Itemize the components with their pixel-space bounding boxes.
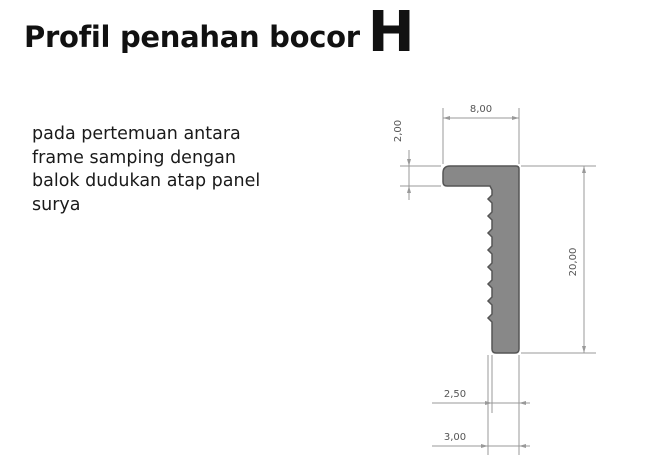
dimension-arrows: [407, 116, 586, 448]
description-text: pada pertemuan antara frame samping deng…: [32, 123, 332, 217]
dimension-label: 2,00: [393, 120, 404, 142]
description-line: balok dudukan atap panel: [32, 171, 261, 191]
title-text: Profil penahan bocor: [24, 20, 360, 54]
dimension-label: 2,50: [444, 389, 466, 400]
title-letter: H: [367, 0, 415, 65]
description-line: surya: [32, 194, 81, 215]
description-line: pada pertemuan antara: [32, 124, 241, 144]
profile-shape: [442, 165, 520, 354]
dimension-label: 20,00: [568, 248, 579, 277]
dimension-label: 8,00: [470, 104, 492, 115]
description-line: frame samping dengan: [32, 147, 236, 168]
dimension-label: 3,00: [444, 432, 466, 443]
